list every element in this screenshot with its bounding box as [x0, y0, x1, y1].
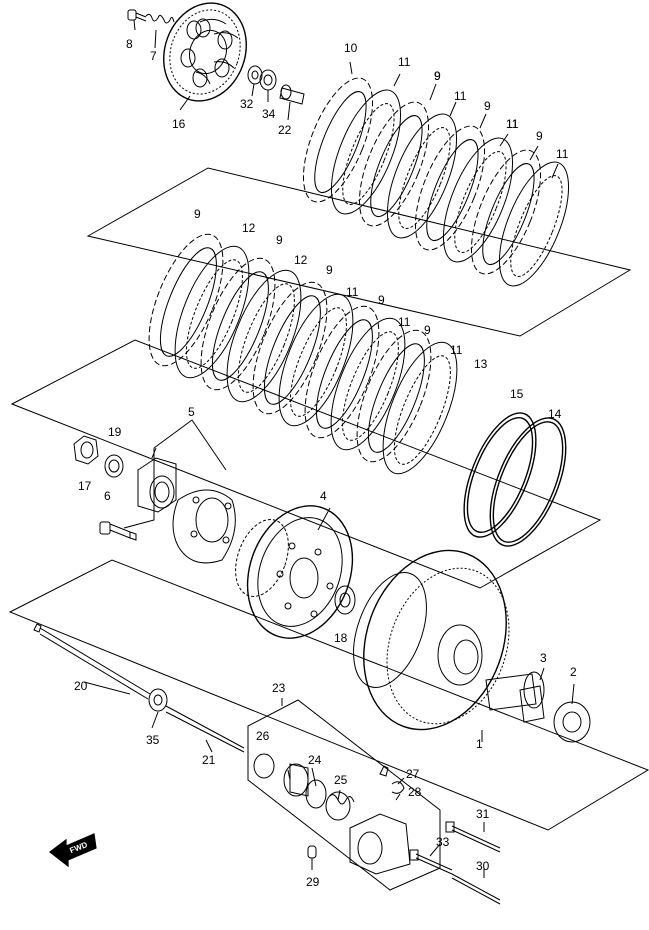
callout-p3: 3 — [540, 651, 547, 665]
callout-p1: 1 — [476, 737, 483, 751]
upper-plate-8 — [498, 161, 570, 287]
callout-p17: 17 — [78, 479, 92, 493]
screw-and-spring — [127, 9, 175, 24]
callout-p11d: 11 — [556, 147, 569, 161]
callout-p6: 6 — [104, 489, 111, 503]
callout-p26: 26 — [256, 729, 270, 743]
callout-p11c: 11 — [506, 117, 519, 131]
callout-p9e: 9 — [276, 233, 283, 247]
callout-p15: 15 — [510, 387, 524, 401]
lower-plate-9 — [356, 329, 432, 463]
lower-plate-10 — [382, 341, 458, 475]
pressure-plate — [163, 2, 247, 102]
washers-and-pushrod — [247, 65, 305, 105]
clutch-sleeve-hub — [235, 505, 354, 639]
mounting-bolts — [409, 821, 501, 905]
callout-p29: 29 — [306, 875, 320, 889]
callout-p4: 4 — [320, 489, 327, 503]
callout-p11a: 11 — [398, 55, 411, 69]
callout-p9d: 9 — [194, 207, 201, 221]
slave-cylinder-parts — [253, 753, 411, 875]
lower-plate-8 — [330, 317, 406, 451]
callout-p34: 34 — [262, 107, 276, 121]
callout-p2: 2 — [570, 665, 577, 679]
lower-plate-3 — [200, 257, 276, 391]
spacer-and-bearing — [485, 671, 591, 743]
callout-p12a: 12 — [242, 221, 256, 235]
lower-plate-5 — [252, 281, 328, 415]
callout-p11g: 11 — [450, 343, 463, 357]
upper-clutch-plate-stack — [302, 77, 570, 287]
callout-p9g: 9 — [378, 293, 385, 307]
callout-p20: 20 — [74, 679, 88, 693]
callout-p8: 8 — [126, 37, 133, 51]
fwd-arrow: FWD — [49, 833, 97, 868]
callout-p9c: 9 — [536, 129, 543, 143]
callout-p19: 19 — [108, 425, 122, 439]
callout-p33: 33 — [436, 835, 450, 849]
callout-p13: 13 — [474, 357, 488, 371]
upper-plate-3 — [358, 101, 430, 227]
part-callouts: 1234567899999999910111111111111111112121… — [74, 37, 577, 889]
callout-p24: 24 — [308, 753, 322, 767]
callout-p22: 22 — [278, 123, 292, 137]
upper-plate-7 — [470, 149, 542, 275]
upper-plate-4 — [386, 113, 458, 239]
lower-plate-6 — [278, 293, 354, 427]
callout-p21: 21 — [202, 753, 216, 767]
callout-p9i: 9 — [434, 69, 441, 83]
callout-p10: 10 — [344, 41, 358, 55]
callout-p16: 16 — [172, 117, 186, 131]
callout-p9b: 9 — [484, 99, 491, 113]
slave-cylinder-outline — [247, 699, 441, 891]
friction-plate-outline-lower — [10, 339, 602, 589]
upper-plate-6 — [442, 137, 514, 263]
lower-plate-7 — [304, 305, 380, 439]
callout-p9f: 9 — [326, 263, 333, 277]
callout-p25: 25 — [334, 773, 348, 787]
lower-plate-2 — [174, 245, 250, 379]
callout-p27: 27 — [406, 767, 420, 781]
push-rod — [33, 623, 245, 753]
callout-p11b: 11 — [454, 89, 467, 103]
callout-p9h: 9 — [424, 323, 431, 337]
thrust-washer — [334, 585, 356, 615]
callout-p32: 32 — [240, 97, 254, 111]
callout-p23: 23 — [272, 681, 286, 695]
callout-p12b: 12 — [294, 253, 308, 267]
upper-plate-2 — [330, 89, 402, 215]
leader-lines — [83, 19, 575, 878]
friction-plate-outline-upper — [86, 167, 632, 337]
shaft-outline — [8, 559, 649, 831]
assembly-outlines — [8, 167, 649, 891]
callout-p14: 14 — [548, 407, 562, 421]
callout-p30: 30 — [476, 859, 490, 873]
upper-plate-1 — [302, 77, 374, 203]
callout-p7: 7 — [150, 49, 157, 63]
callout-p35: 35 — [146, 733, 160, 747]
lower-plate-1 — [148, 233, 224, 367]
callout-p11h: 11 — [506, 117, 519, 131]
callout-p31: 31 — [476, 807, 490, 821]
nut-and-washer — [73, 435, 124, 478]
primary-driven-gear — [353, 549, 510, 731]
callout-p5: 5 — [188, 405, 195, 419]
callout-p11f: 11 — [398, 315, 411, 329]
callout-p28: 28 — [408, 785, 422, 799]
callout-p9a: 9 — [434, 69, 441, 83]
lower-plate-4 — [226, 269, 302, 403]
upper-plate-5 — [414, 125, 486, 251]
callout-p11e: 11 — [346, 285, 359, 299]
bolt-6 — [99, 521, 137, 541]
callout-p18: 18 — [334, 631, 348, 645]
lower-clutch-plate-stack — [148, 233, 458, 475]
bearing-housing — [137, 457, 236, 564]
wire-rings — [463, 412, 567, 547]
